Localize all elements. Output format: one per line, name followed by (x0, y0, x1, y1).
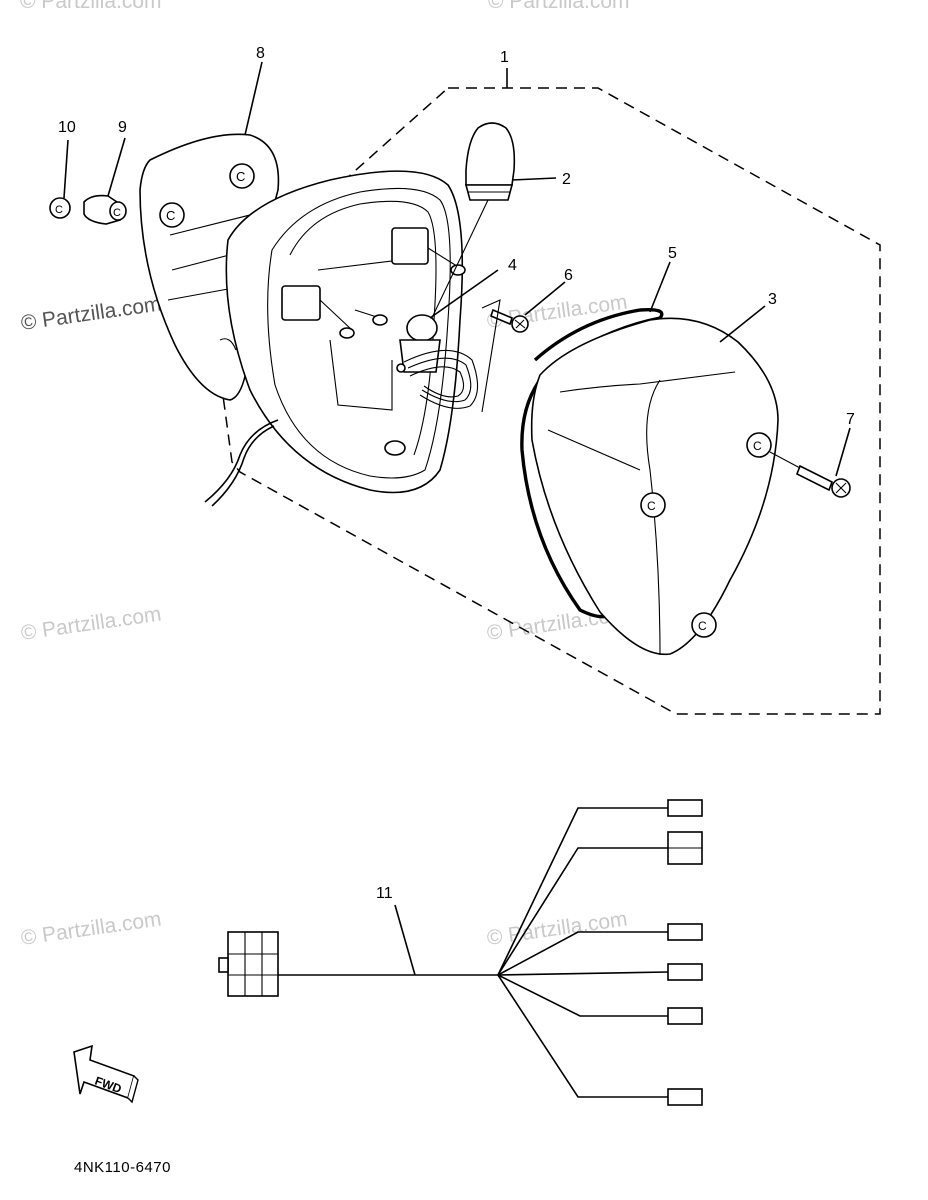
svg-text:C: C (166, 208, 175, 223)
grommet-part-10[interactable]: C (49, 197, 71, 219)
lens-part-3[interactable]: C C C (530, 317, 779, 656)
socket-part-4[interactable] (396, 314, 479, 409)
watermark-top-right: © Partzilla.com (488, 0, 630, 13)
callout-1: 1 (500, 49, 509, 66)
housing-wire-lead (204, 419, 279, 503)
collar-part-9[interactable]: C (83, 194, 127, 225)
callout-6: 6 (564, 267, 573, 284)
svg-text:C: C (753, 439, 762, 453)
watermark-left-2: © Partzilla.com (19, 602, 162, 644)
callout-8: 8 (256, 45, 265, 62)
watermark-right-1: © Partzilla.com (485, 290, 628, 332)
forward-arrow-icon: FWD (73, 1044, 139, 1104)
watermark-left-3: © Partzilla.com (19, 907, 162, 949)
callout-9: 9 (118, 119, 127, 136)
callout-7: 7 (846, 411, 855, 428)
callout-3: 3 (768, 291, 777, 308)
callout-2: 2 (562, 171, 571, 188)
bulb-part-2[interactable] (464, 122, 516, 201)
callout-4: 4 (508, 257, 517, 274)
callout-5: 5 (668, 245, 677, 262)
screw-part-6[interactable] (490, 308, 529, 333)
leader-lines (63, 61, 851, 477)
svg-text:C: C (698, 619, 707, 633)
wire-harness-part-11[interactable] (218, 799, 703, 1106)
svg-text:C: C (236, 169, 245, 184)
svg-text:C: C (647, 499, 656, 513)
watermark-left-1: © Partzilla.com (19, 292, 162, 334)
svg-text:C: C (113, 207, 121, 219)
watermark-top-left: © Partzilla.com (20, 0, 162, 13)
lamp-housing[interactable] (225, 170, 466, 494)
svg-text:C: C (55, 204, 63, 216)
callout-labels: 1 2 3 4 5 6 7 8 9 10 11 (58, 45, 855, 902)
watermarks: © Partzilla.com © Partzilla.com © Partzi… (19, 0, 629, 950)
callout-10: 10 (58, 119, 76, 136)
callout-11: 11 (376, 885, 393, 902)
diagram-code: 4NK110-6470 (74, 1159, 171, 1176)
screw-part-7[interactable] (795, 464, 851, 498)
